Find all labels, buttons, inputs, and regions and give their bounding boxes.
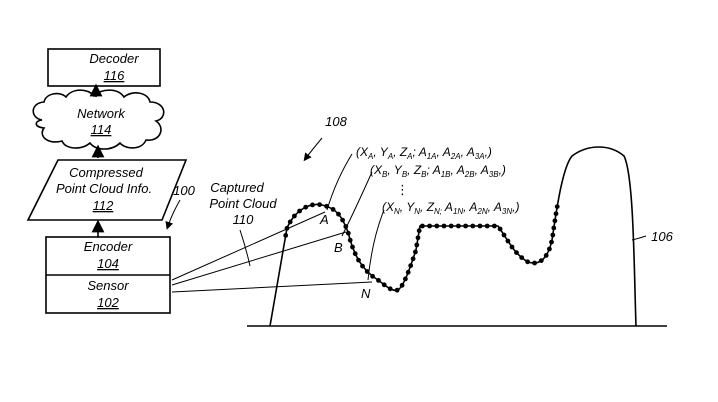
compressed-line2: Point Cloud Info. xyxy=(56,181,152,196)
encoder-number: 104 xyxy=(97,256,119,271)
point-cloud-dot xyxy=(317,202,322,207)
captured-line2: Point Cloud xyxy=(209,196,277,211)
point-cloud-dot xyxy=(395,288,400,293)
point-cloud-dot xyxy=(360,264,365,269)
compressed-point-cloud-block: Compressed Point Cloud Info. 112 xyxy=(28,160,186,220)
point-cloud-dot xyxy=(331,207,336,212)
captured-number: 110 xyxy=(233,212,254,227)
point-cloud-dot xyxy=(408,263,413,268)
figure-ref: 108 xyxy=(325,114,347,129)
point-cloud-dot xyxy=(553,218,558,223)
point-cloud-dot xyxy=(413,250,418,255)
decoder-block: Decoder 116 xyxy=(48,49,160,86)
point-cloud-dot xyxy=(376,278,381,283)
point-cloud-dot xyxy=(478,224,483,229)
point-cloud-dot xyxy=(449,224,454,229)
point-cloud-dot xyxy=(502,233,507,238)
network-number: 114 xyxy=(91,122,112,137)
point-n-label: N xyxy=(361,286,371,301)
point-cloud-dot xyxy=(382,282,387,287)
point-cloud-dot xyxy=(420,224,425,229)
point-cloud-dot xyxy=(292,214,297,219)
decoder-number: 116 xyxy=(104,68,125,83)
point-cloud-dot xyxy=(303,205,308,210)
point-a-leader xyxy=(327,154,352,210)
coord-b-label: (XB, YB, ZB; A1B, A2B, A3B,) xyxy=(370,163,506,179)
point-cloud-dot xyxy=(310,203,315,208)
point-cloud-dot xyxy=(416,235,421,240)
point-cloud-dot xyxy=(492,224,497,229)
decoder-title: Decoder xyxy=(89,51,139,66)
point-cloud-dot xyxy=(514,250,519,255)
point-cloud-dot xyxy=(297,209,302,214)
point-b-label: B xyxy=(334,240,343,255)
point-cloud-dot xyxy=(340,218,345,223)
point-cloud-dot xyxy=(506,239,511,244)
point-cloud-dot xyxy=(288,220,293,225)
compressed-number: 112 xyxy=(93,198,114,213)
point-cloud-dot xyxy=(427,224,432,229)
point-cloud-dot xyxy=(406,270,411,275)
point-cloud-dot xyxy=(539,258,544,263)
point-cloud-dot xyxy=(434,224,439,229)
point-cloud-dot xyxy=(498,227,503,232)
point-cloud-dot xyxy=(554,211,559,216)
point-cloud-dot xyxy=(388,286,393,291)
coord-n-label: (XN, YN, ZN; A1N, A2N, A3N,) xyxy=(382,200,519,216)
encoder-sensor-block: Encoder 104 Sensor 102 xyxy=(46,237,170,313)
point-cloud-dot xyxy=(456,224,461,229)
point-cloud-dot xyxy=(463,224,468,229)
point-cloud-dot xyxy=(532,261,537,266)
point-cloud-dot xyxy=(400,283,405,288)
network-title: Network xyxy=(77,106,126,121)
point-cloud-dot xyxy=(550,233,555,238)
system-ref-arrow xyxy=(168,200,180,226)
figure-ref-arrow xyxy=(306,138,322,158)
point-cloud-dot xyxy=(336,212,341,217)
point-cloud-dot xyxy=(417,228,422,233)
point-cloud-dot xyxy=(525,259,530,264)
point-b-leader xyxy=(342,172,372,236)
point-cloud-dot xyxy=(485,224,490,229)
coord-ellipsis: ⋮ xyxy=(396,182,409,197)
system-ref: 100 xyxy=(173,183,195,198)
point-cloud-dot xyxy=(549,240,554,245)
point-cloud-dot xyxy=(370,274,375,279)
point-cloud-dot xyxy=(470,224,475,229)
encoder-title: Encoder xyxy=(84,239,133,254)
point-cloud-dot xyxy=(510,245,515,250)
captured-line1: Captured xyxy=(210,180,264,195)
point-cloud-dot xyxy=(346,231,351,236)
point-cloud-dot xyxy=(442,224,447,229)
network-cloud: Network 114 xyxy=(33,90,163,149)
point-n-leader xyxy=(368,210,384,280)
coord-a-label: (XA, YA, ZA; A1A, A2A, A3A,) xyxy=(356,145,492,161)
point-cloud-dot xyxy=(350,245,355,250)
point-a-label: A xyxy=(319,212,329,227)
point-cloud-dot xyxy=(544,253,549,258)
point-cloud-dot xyxy=(403,277,408,282)
point-cloud-dot xyxy=(285,226,290,231)
point-cloud-dot xyxy=(555,204,560,209)
sensor-number: 102 xyxy=(97,295,119,310)
point-cloud-dot xyxy=(411,256,416,261)
point-cloud-dot xyxy=(547,247,552,252)
point-cloud-dot xyxy=(283,233,288,238)
point-cloud-dot xyxy=(353,251,358,256)
compressed-line1: Compressed xyxy=(69,165,143,180)
point-cloud-dot xyxy=(348,238,353,243)
point-cloud-dot xyxy=(551,226,556,231)
sensor-title: Sensor xyxy=(87,278,129,293)
object-ref: 106 xyxy=(651,229,673,244)
point-cloud-dot xyxy=(356,258,361,263)
point-cloud-dot xyxy=(519,255,524,260)
point-cloud-dot xyxy=(414,243,419,248)
